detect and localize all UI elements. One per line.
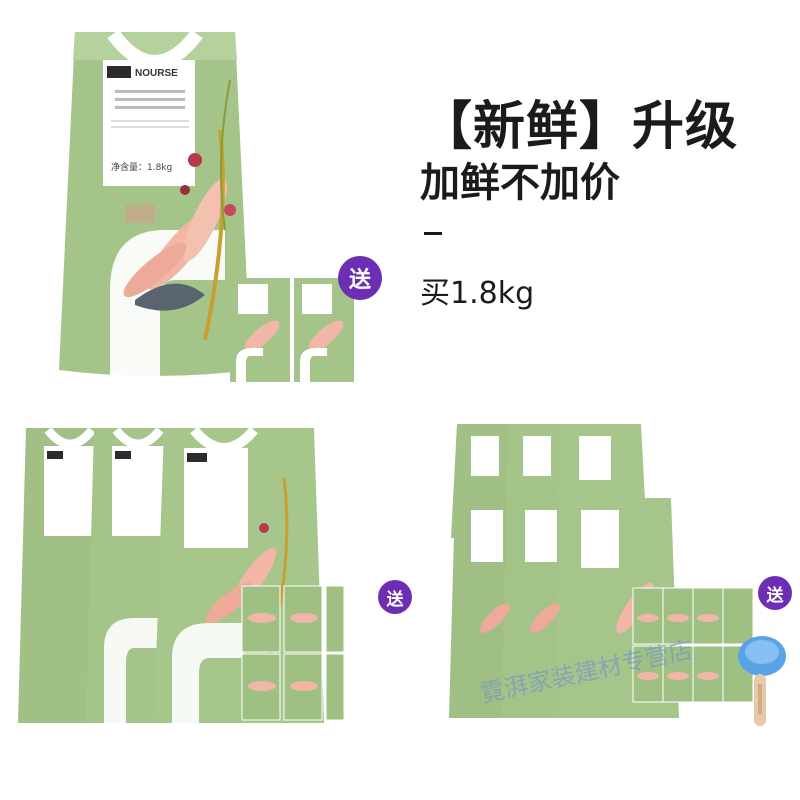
gift-badge-top: 送 <box>338 256 382 300</box>
gift-badge-right-bundle: 送 <box>758 576 792 610</box>
net-weight-text: 净含量：1.8kg <box>111 161 172 173</box>
gift-badge-left-bundle: 送 <box>378 580 412 614</box>
buy-text: 买1.8kg <box>420 276 535 311</box>
subline: 加鲜不加价 <box>420 160 620 206</box>
divider-dash <box>424 232 442 235</box>
sample-packs-top <box>230 278 354 384</box>
six-bag-bundle <box>449 424 754 718</box>
three-bag-bundle <box>18 426 344 723</box>
measuring-scoop-icon <box>738 636 786 726</box>
headline: 【新鲜】升级 <box>420 97 739 157</box>
main-food-bag: NOURSE 净含量：1.8kg <box>59 29 251 385</box>
brand-logo-text: NOURSE <box>135 68 178 79</box>
